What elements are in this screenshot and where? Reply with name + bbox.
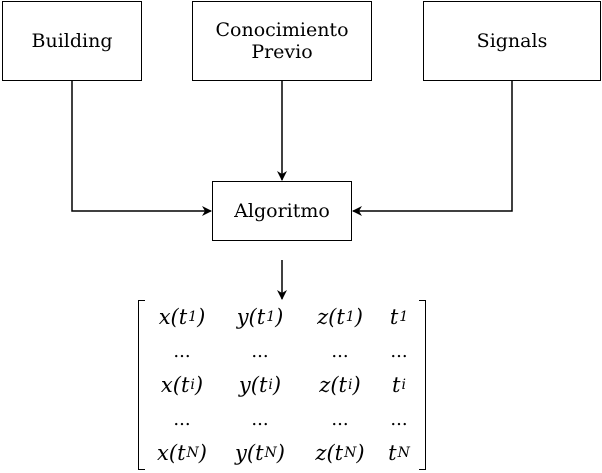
matrix-cell-subscript: N: [397, 445, 410, 461]
edge-signals-to-algoritmo: [352, 81, 513, 216]
matrix-cell-base: z(t: [319, 373, 347, 397]
matrix-cell-subscript: N: [264, 445, 277, 461]
matrix-cell-subscript: 1: [345, 309, 355, 325]
matrix-cell-close: ): [352, 373, 361, 397]
matrix-cell-base: t: [389, 305, 399, 329]
matrix-cell-base: t: [388, 441, 397, 465]
matrix-cell-close: ): [354, 305, 363, 329]
matrix-cell-base: ...: [331, 408, 349, 430]
edge-building-to-algoritmo: [71, 81, 212, 216]
matrix-right-bracket: [419, 300, 426, 470]
matrix-cell-close: ): [272, 373, 282, 397]
matrix-cell-subscript: i: [401, 377, 406, 393]
matrix-cell-base: t: [392, 373, 401, 397]
matrix-cell: ...: [380, 334, 418, 368]
signals-label: Signals: [476, 30, 548, 52]
matrix-cell: ...: [144, 334, 220, 368]
matrix-cell: ...: [220, 334, 300, 368]
algoritmo-node: Algoritmo: [212, 181, 352, 241]
matrix-cell-base: z(t: [317, 305, 345, 329]
building-node: Building: [2, 1, 142, 81]
matrix-cell-close: ): [194, 373, 204, 397]
signals-node: Signals: [423, 1, 601, 81]
matrix-cell: ...: [220, 402, 300, 436]
matrix-cell-base: y(t: [235, 441, 264, 465]
matrix-cell-close: ): [356, 441, 365, 465]
matrix-cell-base: ...: [173, 340, 191, 362]
matrix-cell-base: ...: [251, 340, 269, 362]
matrix-cell: ...: [144, 402, 220, 436]
matrix-cell: ...: [380, 402, 418, 436]
matrix-cell-subscript: N: [344, 445, 357, 461]
matrix-cell-base: ...: [251, 408, 269, 430]
matrix-cell-base: x(t: [157, 441, 186, 465]
building-label: Building: [31, 30, 113, 52]
matrix-cell-base: ...: [390, 340, 408, 362]
matrix-cell-base: ...: [390, 408, 408, 430]
conocimiento-previo-node: Conocimiento Previo: [192, 1, 372, 81]
matrix-cell-base: x(t: [160, 373, 190, 397]
matrix-cell: ...: [300, 402, 380, 436]
matrix-cell-close: ): [276, 441, 285, 465]
matrix-cell-subscript: i: [268, 377, 273, 393]
matrix-left-bracket: [138, 300, 145, 470]
matrix-cell-base: y(t: [236, 305, 266, 329]
matrix-cell-base: y(t: [238, 373, 268, 397]
matrix-cell-subscript: i: [190, 377, 195, 393]
matrix-cell-subscript: 1: [188, 309, 198, 325]
matrix-cell-subscript: 1: [266, 309, 276, 325]
matrix-cell-close: ): [198, 441, 207, 465]
conocimiento-previo-label: Conocimiento Previo: [215, 19, 349, 63]
matrix-cell-base: z(t: [315, 441, 344, 465]
matrix-cell-base: ...: [173, 408, 191, 430]
matrix-cell-base: x(t: [158, 305, 188, 329]
matrix-cell-subscript: 1: [399, 309, 409, 325]
matrix-cell-base: ...: [331, 340, 349, 362]
algoritmo-label: Algoritmo: [234, 200, 330, 222]
matrix-cell-subscript: i: [348, 377, 353, 393]
matrix-cell-subscript: N: [186, 445, 199, 461]
matrix-cell-close: ): [275, 305, 284, 329]
matrix-cell-close: ): [197, 305, 206, 329]
matrix-cell: ...: [300, 334, 380, 368]
